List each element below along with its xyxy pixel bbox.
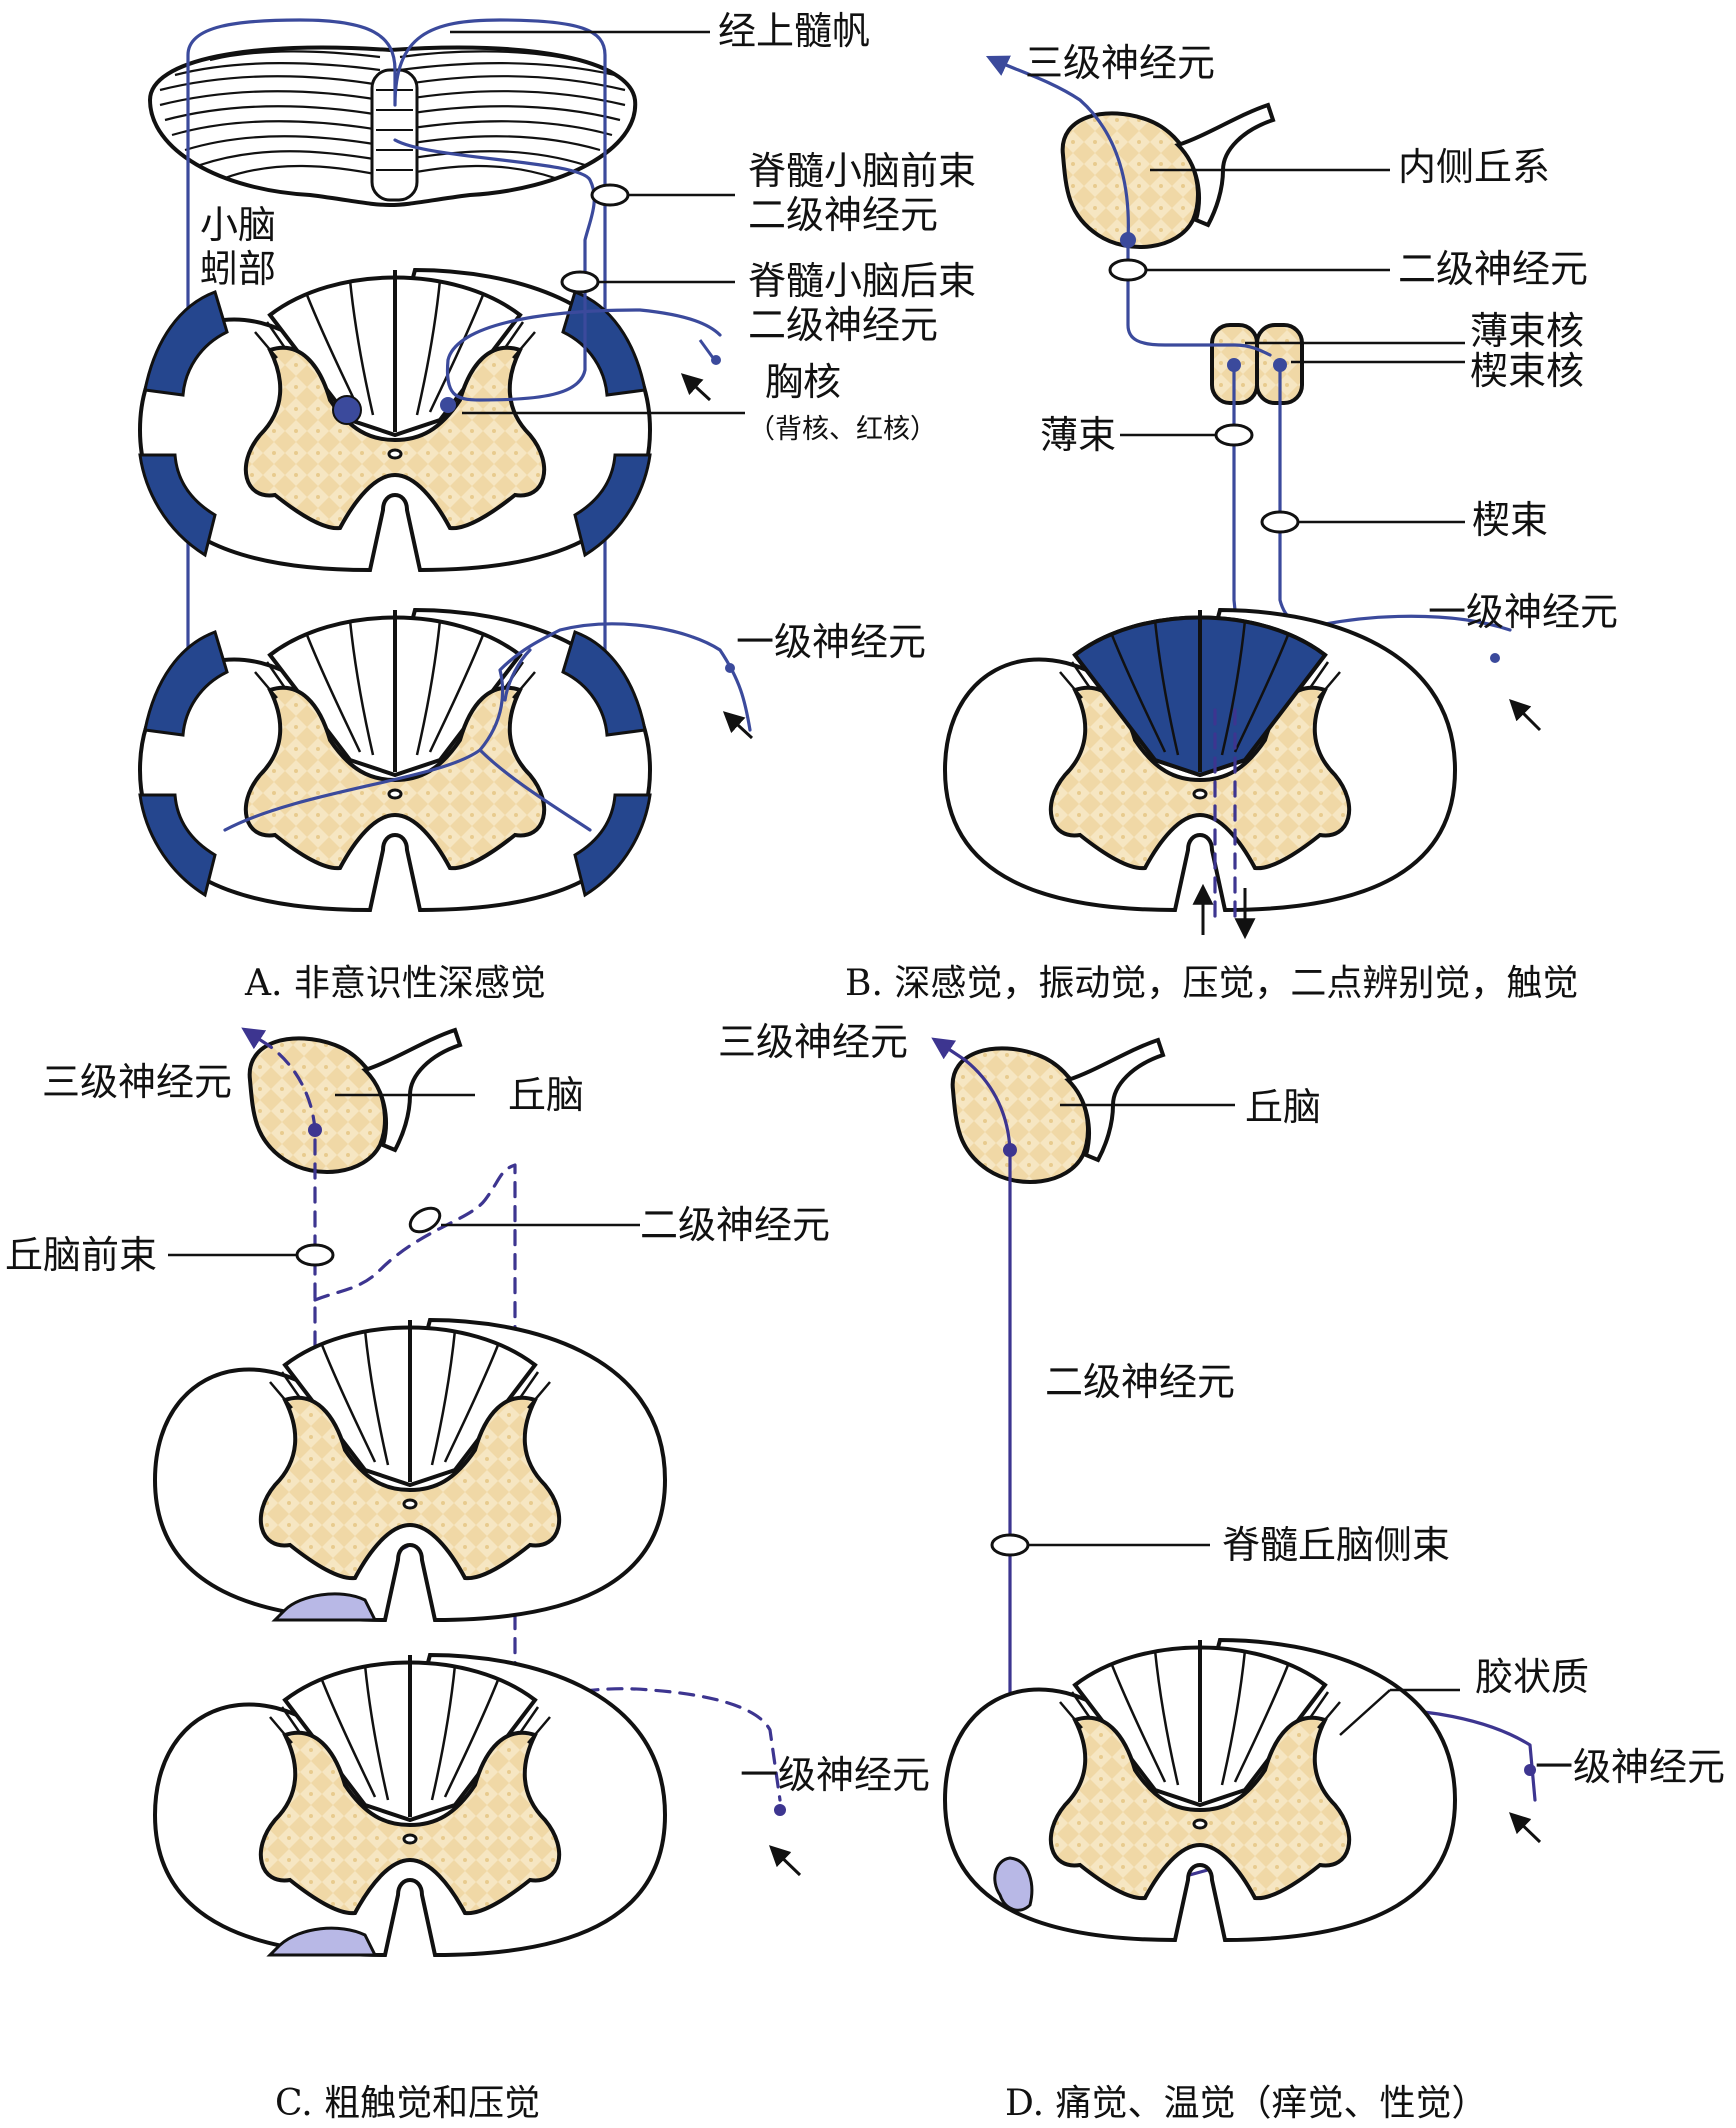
- cord-section-a-lower: [138, 608, 652, 912]
- label-lateral-tract: 脊髓丘脑侧束: [1222, 1523, 1450, 1567]
- label-c-second-neuron: 二级神经元: [640, 1203, 830, 1247]
- label-nucleus: 胸核: [765, 360, 841, 404]
- thalamus-c: [247, 1028, 462, 1174]
- label-posterior-tract-2: 二级神经元: [748, 303, 938, 347]
- label-anterior-tract-1: 脊髓小脑前束: [748, 149, 976, 193]
- cord-section-a-upper: [138, 268, 652, 572]
- panel-b: 三级神经元 内侧丘系 二级神经元 薄束核 楔束核 薄束 楔束 一级神经元 B. …: [845, 41, 1618, 1004]
- thalamus-b: [1060, 103, 1275, 250]
- panel-d: 三级神经元 丘脑 二级神经元 脊髓丘脑侧束 胶状质 一级神经元 D. 痛觉、温觉…: [718, 1020, 1725, 2124]
- label-gracile-nucleus: 薄束核: [1470, 309, 1584, 353]
- label-cuneate-tract: 楔束: [1472, 498, 1548, 542]
- label-c-third-neuron: 三级神经元: [42, 1060, 232, 1104]
- cord-section-c-lower: [153, 1653, 667, 1957]
- label-gracile-tract: 薄束: [1040, 413, 1116, 457]
- caption-d: D. 痛觉、温觉（痒觉、性觉）: [1005, 2083, 1487, 2124]
- label-substantia: 胶状质: [1475, 1655, 1589, 1699]
- caption-c: C. 粗触觉和压觉: [275, 2083, 540, 2124]
- label-nucleus-sub: （背核、红核）: [748, 414, 937, 445]
- panel-a: 经上髓帆 脊髓小脑前束 二级神经元 小脑 蚓部 脊髓小脑后束 二级神经元 胸核 …: [138, 9, 976, 1004]
- label-d-thalamus: 丘脑: [1245, 1085, 1321, 1129]
- label-vermis-2: 蚓部: [200, 247, 276, 291]
- label-b-first-neuron: 一级神经元: [1428, 590, 1618, 634]
- cord-section-b: [943, 608, 1457, 912]
- label-d-first-neuron: 一级神经元: [1535, 1745, 1725, 1789]
- label-anterior-tract-2: 二级神经元: [748, 193, 938, 237]
- label-posterior-tract-1: 脊髓小脑后束: [748, 259, 976, 303]
- label-vermis-1: 小脑: [200, 203, 276, 247]
- label-d-third-neuron: 三级神经元: [718, 1020, 908, 1064]
- cerebellum-drawing: [147, 45, 638, 208]
- caption-b: B. 深感觉，振动觉，压觉，二点辨别觉，触觉: [845, 963, 1578, 1004]
- cord-section-d: [943, 1638, 1457, 1942]
- label-c-first-neuron: 一级神经元: [740, 1753, 930, 1797]
- label-d-second-neuron: 二级神经元: [1045, 1360, 1235, 1404]
- thalamus-d: [950, 1038, 1165, 1184]
- label-a-first-neuron: 一级神经元: [736, 620, 926, 664]
- panel-c: 三级神经元 丘脑 二级神经元 丘脑前束 一级神经元 C. 粗触觉和压觉: [5, 1027, 930, 2124]
- label-c-anterior-tract: 丘脑前束: [5, 1233, 157, 1277]
- label-velum: 经上髓帆: [718, 9, 870, 53]
- label-b-third-neuron: 三级神经元: [1025, 41, 1215, 85]
- label-medial-lemniscus: 内侧丘系: [1398, 145, 1550, 189]
- label-c-thalamus: 丘脑: [508, 1073, 584, 1117]
- label-cuneate-nucleus: 楔束核: [1470, 349, 1584, 393]
- cord-section-c-upper: [153, 1318, 667, 1622]
- caption-a: A. 非意识性深感觉: [244, 963, 546, 1004]
- label-b-second-neuron: 二级神经元: [1398, 247, 1588, 291]
